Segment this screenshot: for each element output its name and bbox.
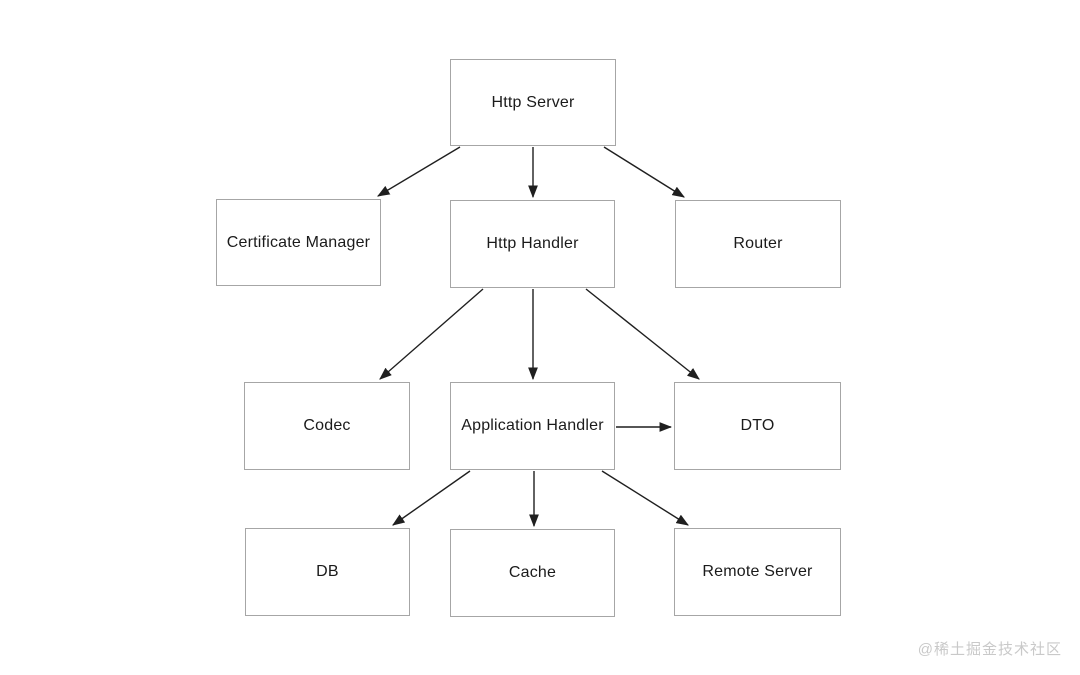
node-certificate-manager: Certificate Manager (216, 199, 381, 286)
edge-application-handler-to-db (392, 470, 471, 526)
node-label-cache: Cache (508, 564, 557, 581)
node-cache: Cache (450, 529, 615, 617)
node-label-http-handler: Http Handler (486, 235, 579, 252)
node-label-remote-server: Remote Server (702, 563, 813, 580)
node-label-codec: Codec (303, 417, 351, 434)
node-codec: Codec (244, 382, 410, 470)
node-db: DB (245, 528, 410, 616)
node-label-application-handler: Application Handler (461, 417, 604, 434)
node-dto: DTO (674, 382, 841, 470)
edge-http-server-to-certificate-manager (377, 146, 461, 197)
node-label-router: Router (733, 235, 783, 252)
node-router: Router (675, 200, 841, 288)
edge-http-handler-to-codec (379, 288, 484, 380)
node-label-db: DB (316, 563, 339, 580)
watermark: @稀土掘金技术社区 (917, 641, 1062, 658)
edge-http-handler-to-dto (585, 288, 700, 380)
node-remote-server: Remote Server (674, 528, 841, 616)
node-application-handler: Application Handler (450, 382, 615, 470)
node-http-server: Http Server (450, 59, 616, 146)
node-label-certificate-manager: Certificate Manager (226, 233, 371, 251)
node-label-dto: DTO (740, 417, 775, 434)
edge-http-server-to-router (603, 146, 685, 198)
node-http-handler: Http Handler (450, 200, 615, 288)
node-label-http-server: Http Server (491, 93, 575, 111)
edge-application-handler-to-remote-server (601, 470, 689, 526)
